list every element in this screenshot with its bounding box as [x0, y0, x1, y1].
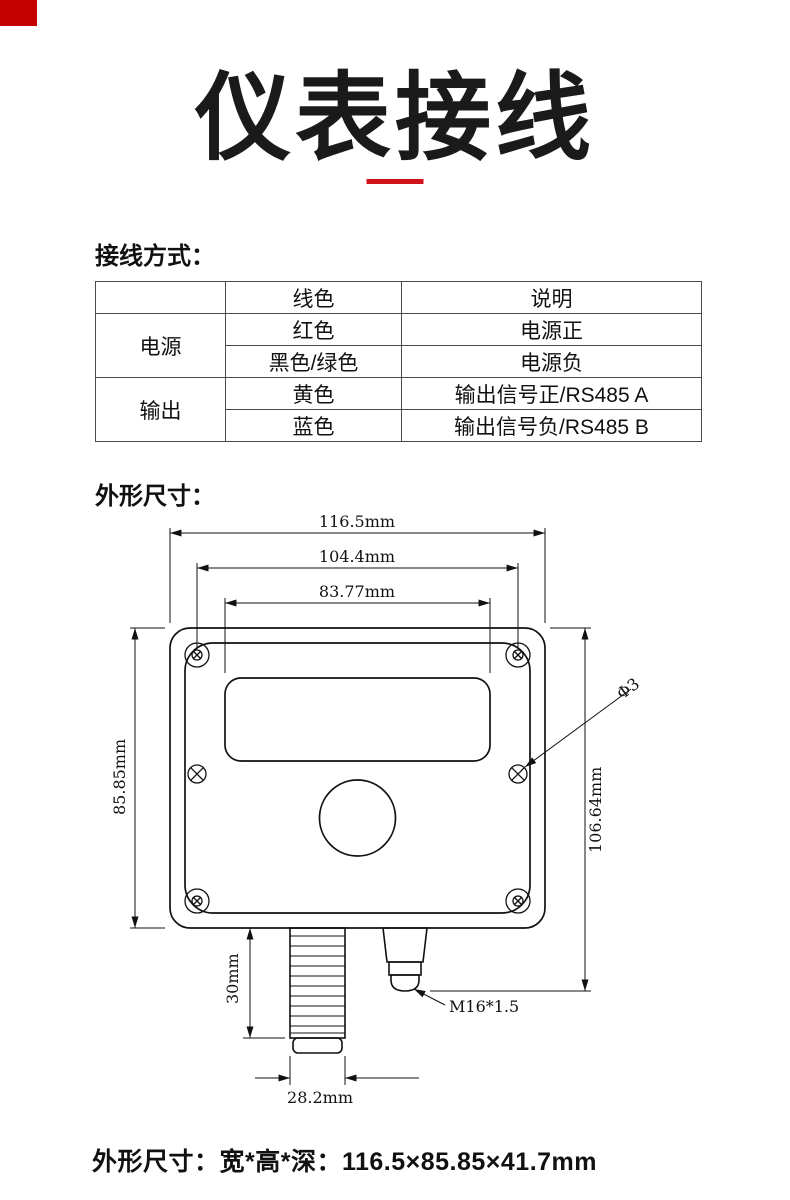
- sensor-probe: [289, 927, 346, 1054]
- cell-description: 电源正: [401, 313, 702, 346]
- cell-wire-color: 黑色/绿色: [225, 345, 402, 378]
- gland-neck: [388, 961, 422, 976]
- dimension-labels: 116.5mm 104.4mm 83.77mm 85.85mm 106.64mm…: [110, 512, 643, 1107]
- cable-gland: [382, 927, 428, 992]
- corner-screws: [184, 642, 531, 914]
- dimensions-section-label: 外形尺寸：: [95, 483, 215, 510]
- device-body: [169, 627, 546, 929]
- table-row: 输出 黄色 输出信号正/RS485 A: [95, 377, 702, 442]
- sensor-circle: [318, 779, 397, 857]
- title-underline: [366, 179, 424, 184]
- corner-screw: [184, 642, 210, 668]
- device-inner-face: [184, 642, 531, 914]
- corner-screw: [184, 888, 210, 914]
- table-row: 电源 红色 电源正: [95, 313, 702, 378]
- header-description: 说明: [401, 281, 702, 314]
- dim-label-outer-width: 116.5mm: [319, 512, 395, 531]
- ext-lines-outer-width: [169, 528, 546, 623]
- cell-wire-color: 红色: [225, 313, 402, 346]
- dim-label-body-height: 85.85mm: [110, 739, 129, 815]
- overall-dimensions-text: 外形尺寸：宽*高*深：116.5×85.85×41.7mm: [92, 1148, 598, 1176]
- dim-label-gland-thread: M16*1.5: [449, 997, 519, 1016]
- table-header-row: 线色 说明: [95, 281, 702, 314]
- mounting-hole-right: [508, 764, 528, 784]
- probe-body: [289, 927, 346, 1039]
- table-row: 蓝色 输出信号负/RS485 B: [96, 409, 702, 442]
- leader-hole-diameter: [524, 688, 632, 768]
- mounting-holes: [187, 764, 528, 784]
- wiring-table: 线色 说明 电源 红色 电源正 黑色/绿色 电源负 输出 黄色 输出信号正/RS…: [95, 281, 702, 442]
- dim-label-screw-span: 104.4mm: [319, 547, 395, 566]
- device-outline: [169, 627, 546, 929]
- header-blank-cell: [95, 281, 226, 314]
- gland-nut: [382, 927, 428, 963]
- probe-ribs: [290, 935, 345, 1034]
- ext-lines-total-height: [430, 627, 591, 992]
- page-title: 仪表接线: [195, 65, 595, 172]
- group-label-output: 输出: [95, 377, 226, 442]
- dim-label-window-width: 83.77mm: [319, 582, 395, 601]
- cell-description: 输出信号负/RS485 B: [401, 409, 702, 442]
- wiring-section-label: 接线方式：: [95, 243, 215, 270]
- ext-lines-screw-span: [196, 563, 519, 649]
- corner-screw: [505, 888, 531, 914]
- cell-description: 电源负: [401, 345, 702, 378]
- dimension-lines: [130, 528, 632, 1085]
- cell-wire-color: 蓝色: [225, 409, 402, 442]
- dim-label-probe-length: 30mm: [223, 953, 242, 1004]
- group-label-power: 电源: [95, 313, 226, 378]
- cell-wire-color: 黄色: [225, 377, 402, 410]
- ext-lines-window-width: [224, 598, 491, 673]
- display-window: [224, 677, 491, 762]
- cell-description: 输出信号正/RS485 A: [401, 377, 702, 410]
- gland-dome: [390, 974, 420, 992]
- ext-lines-probe-width: [289, 1056, 346, 1085]
- mounting-hole-left: [187, 764, 207, 784]
- table-row: 黑色/绿色 电源负: [96, 345, 702, 378]
- probe-cap: [292, 1037, 343, 1054]
- corner-red-mark: [0, 0, 37, 26]
- dim-label-total-height: 106.64mm: [586, 767, 605, 853]
- leader-gland-thread: [413, 988, 446, 1006]
- dim-label-probe-width: 28.2mm: [287, 1088, 353, 1107]
- dimension-drawing: 116.5mm 104.4mm 83.77mm 85.85mm 106.64mm…: [110, 512, 643, 1107]
- header-wire-color: 线色: [225, 281, 402, 314]
